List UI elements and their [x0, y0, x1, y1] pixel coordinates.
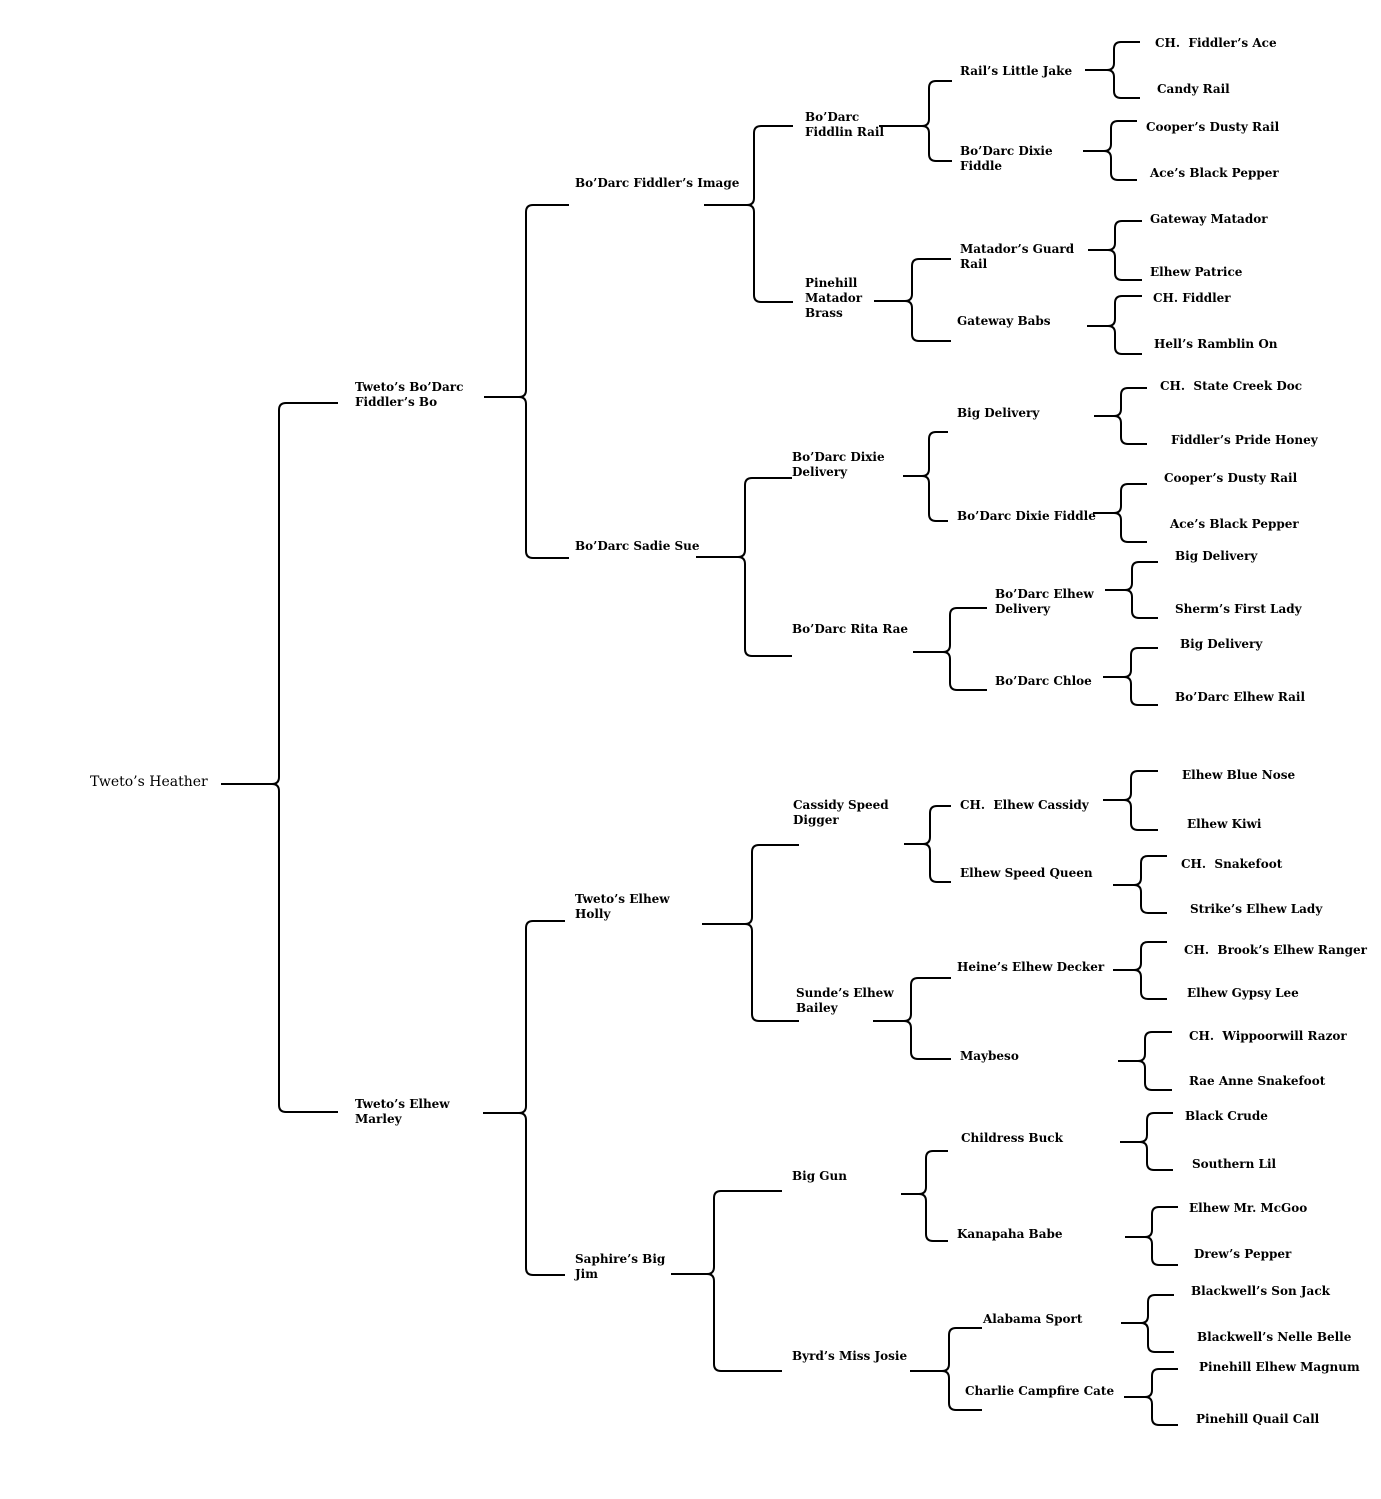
bracket-connector [696, 477, 792, 657]
gen5-ancestor: Gateway Matador [1150, 212, 1268, 226]
gen5-ancestor: Elhew Gypsy Lee [1187, 986, 1299, 1000]
sire-sire-name: Bo’Darc Fiddler’s Image [575, 176, 740, 190]
bracket-connector [704, 125, 793, 303]
gen5-ancestor: CH. Brook’s Elhew Ranger [1184, 943, 1367, 957]
gen5-ancestor: Candy Rail [1157, 82, 1230, 96]
gen3-ancestor: Big Gun [792, 1169, 847, 1183]
bracket-connector [903, 431, 948, 522]
gen5-ancestor: Cooper’s Dusty Rail [1146, 120, 1280, 134]
gen5-ancestor: Ace’s Black Pepper [1170, 517, 1299, 531]
bracket-connector [904, 805, 951, 883]
gen3-ancestor: Sunde’s Elhew Bailey [796, 986, 894, 1015]
gen5-ancestor: Elhew Patrice [1150, 265, 1243, 279]
gen5-ancestor: Bo’Darc Elhew Rail [1175, 690, 1306, 704]
gen4-ancestor: Bo’Darc Dixie Fiddle [957, 509, 1096, 523]
gen5-ancestor: Blackwell’s Nelle Belle [1197, 1330, 1352, 1344]
gen5-ancestor: Drew’s Pepper [1194, 1247, 1292, 1261]
bracket-connector [671, 1190, 782, 1372]
sire-name: Tweto’s Bo’Darc Fiddler’s Bo [355, 380, 464, 409]
subject-name: Tweto’s Heather [90, 774, 208, 790]
gen5-ancestor: CH. Fiddler [1153, 291, 1231, 305]
gen4-ancestor: Heine’s Elhew Decker [957, 960, 1105, 974]
gen5-ancestor: Rae Anne Snakefoot [1189, 1074, 1326, 1088]
gen5-ancestor: Southern Lil [1192, 1157, 1277, 1171]
gen5-ancestor: Hell’s Ramblin On [1154, 337, 1278, 351]
bracket-connector [1088, 220, 1142, 281]
gen5-ancestor: Pinehill Elhew Magnum [1199, 1360, 1360, 1374]
bracket-connector [1113, 855, 1167, 914]
bracket-connector [879, 80, 952, 162]
dam-name: Tweto’s Elhew Marley [355, 1097, 450, 1126]
gen5-ancestor: Elhew Mr. McGoo [1189, 1201, 1308, 1215]
gen4-ancestor: Rail’s Little Jake [960, 64, 1073, 78]
bracket-connector [1094, 387, 1147, 445]
bracket-connector [1103, 647, 1158, 706]
gen4-ancestor: Bo’Darc Chloe [995, 674, 1092, 688]
bracket-connector [901, 1150, 948, 1242]
gen5-ancestor: CH. State Creek Doc [1160, 379, 1303, 393]
bracket-connector [913, 607, 987, 691]
bracket-connector [702, 844, 799, 1022]
gen5-ancestor: CH. Fiddler’s Ace [1155, 36, 1277, 50]
gen4-ancestor: Childress Buck [961, 1131, 1063, 1145]
gen4-ancestor: Big Delivery [957, 406, 1040, 420]
gen5-ancestor: Big Delivery [1180, 637, 1263, 651]
bracket-connector [874, 258, 951, 342]
gen4-ancestor: Maybeso [960, 1049, 1019, 1063]
gen5-ancestor: Elhew Kiwi [1187, 817, 1262, 831]
gen3-ancestor: Bo’Darc Fiddlin Rail [805, 110, 885, 139]
gen5-ancestor: Strike’s Elhew Lady [1190, 902, 1323, 916]
bracket-connector [1118, 1031, 1172, 1091]
gen5-ancestor: CH. Snakefoot [1181, 857, 1283, 871]
bracket-connector [1120, 1112, 1173, 1171]
gen3-ancestor: Bo’Darc Dixie Delivery [792, 450, 885, 479]
gen5-ancestor: Elhew Blue Nose [1182, 768, 1296, 782]
gen4-ancestor: Kanapaha Babe [957, 1227, 1063, 1241]
bracket-connector [1105, 561, 1158, 619]
bracket-connector [484, 204, 569, 559]
bracket-connector [1125, 1206, 1178, 1266]
gen4-ancestor: CH. Elhew Cassidy [960, 798, 1089, 812]
gen5-ancestor: CH. Wippoorwill Razor [1189, 1029, 1347, 1043]
bracket-connector [1087, 295, 1142, 355]
gen3-ancestor: Pinehill Matador Brass [805, 276, 863, 320]
gen3-ancestor: Cassidy Speed Digger [793, 798, 889, 827]
gen5-ancestor: Sherm’s First Lady [1175, 602, 1302, 616]
gen5-ancestor: Blackwell’s Son Jack [1191, 1284, 1330, 1298]
bracket-connector [221, 402, 338, 1113]
gen4-ancestor: Bo’Darc Dixie Fiddle [960, 144, 1053, 173]
gen4-ancestor: Elhew Speed Queen [960, 866, 1093, 880]
gen4-ancestor: Bo’Darc Elhew Delivery [995, 587, 1094, 616]
bracket-connector [1103, 770, 1158, 831]
bracket-connector [483, 920, 565, 1276]
gen3-ancestor: Bo’Darc Rita Rae [792, 622, 908, 636]
gen3-ancestor: Byrd’s Miss Josie [792, 1349, 908, 1363]
gen4-ancestor: Gateway Babs [957, 314, 1051, 328]
gen5-ancestor: Black Crude [1185, 1109, 1268, 1123]
dam-sire-name: Tweto’s Elhew Holly [575, 892, 670, 921]
gen4-ancestor: Alabama Sport [983, 1312, 1083, 1326]
gen5-ancestor: Ace’s Black Pepper [1150, 166, 1279, 180]
dam-dam-name: Saphire’s Big Jim [575, 1252, 666, 1281]
sire-dam-name: Bo’Darc Sadie Sue [575, 539, 700, 553]
bracket-connector [1085, 41, 1140, 99]
gen5-ancestor: Fiddler’s Pride Honey [1171, 433, 1318, 447]
gen5-ancestor: Pinehill Quail Call [1196, 1412, 1320, 1426]
bracket-connector [1121, 1294, 1174, 1353]
bracket-connector [1093, 483, 1147, 543]
bracket-connector [1113, 941, 1167, 1000]
bracket-connector [1083, 120, 1137, 181]
bracket-connector [873, 977, 951, 1060]
bracket-connector [910, 1327, 982, 1411]
gen4-ancestor: Matador’s Guard Rail [960, 242, 1075, 271]
gen5-ancestor: Big Delivery [1175, 549, 1258, 563]
bracket-connector [1124, 1368, 1178, 1426]
gen4-ancestor: Charlie Campfire Cate [965, 1384, 1115, 1398]
gen5-ancestor: Cooper’s Dusty Rail [1164, 471, 1298, 485]
